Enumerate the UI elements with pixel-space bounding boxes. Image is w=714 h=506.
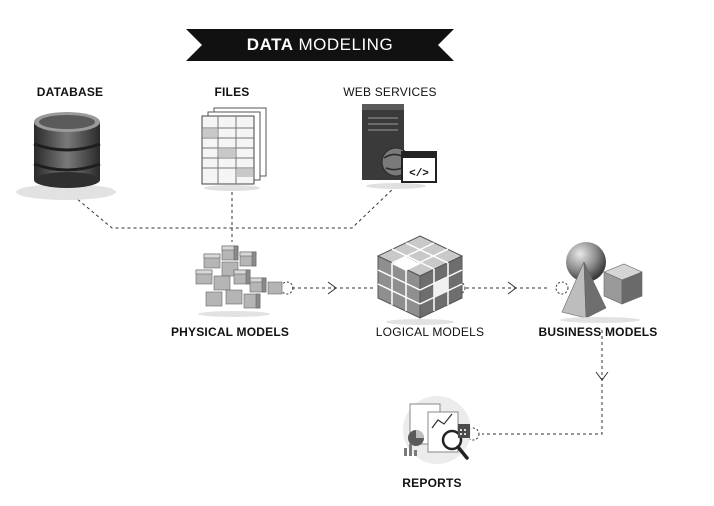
business-models-label: BUSINESS MODELS xyxy=(538,325,658,339)
connectors xyxy=(63,185,603,435)
web-services-label: WEB SERVICES xyxy=(343,85,437,99)
reports-label: REPORTS xyxy=(402,476,462,490)
files-icon xyxy=(201,107,267,191)
connector-database xyxy=(63,187,232,229)
title-light: MODELING xyxy=(298,35,394,54)
svg-text:</>: </> xyxy=(409,168,429,180)
physical-models-icon xyxy=(195,245,283,317)
web-services-icon: </> xyxy=(362,104,437,189)
arrowhead-to-business xyxy=(507,281,517,295)
physical-models-label: PHYSICAL MODELS xyxy=(170,325,290,339)
title-bold: DATA xyxy=(246,35,294,54)
database-label: DATABASE xyxy=(36,85,104,99)
business-models-icon xyxy=(560,242,643,323)
connector-business-down xyxy=(482,330,603,435)
arrowheads xyxy=(327,281,609,381)
database-icon xyxy=(16,112,116,200)
reports-icon xyxy=(403,396,471,464)
banner-shape xyxy=(186,29,454,61)
files-label: FILES xyxy=(214,85,250,99)
connector-webservices xyxy=(232,185,397,229)
title-banner: DATA MODELING xyxy=(186,29,454,61)
logical-models-icon xyxy=(376,235,464,325)
logical-models-label: LOGICAL MODELS xyxy=(375,325,485,339)
page-title: DATA MODELING xyxy=(186,29,454,61)
arrowhead-to-logical xyxy=(327,281,337,295)
arrowhead-to-reports xyxy=(595,371,609,381)
